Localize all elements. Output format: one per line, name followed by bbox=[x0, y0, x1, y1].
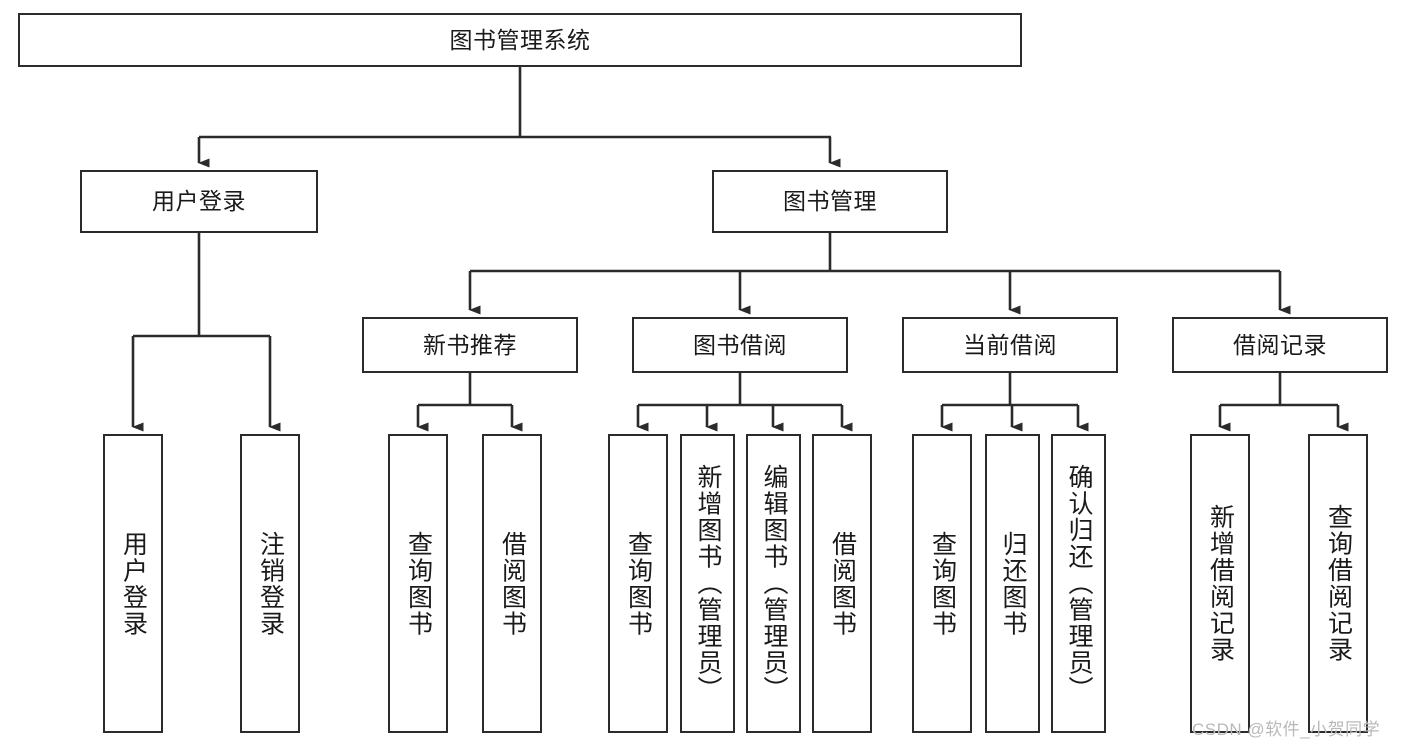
node-label: 借阅图书 bbox=[498, 530, 527, 637]
node-user-login[interactable]: 用户登录 bbox=[80, 170, 318, 233]
node-leaf-query-book-current[interactable]: 查询图书 bbox=[912, 434, 972, 733]
node-label: 借阅图书 bbox=[828, 530, 857, 637]
node-label: 新书推荐 bbox=[423, 331, 517, 358]
node-leaf-add-borrow-record[interactable]: 新增借阅记录 bbox=[1190, 434, 1250, 733]
node-label: 查询借阅记录 bbox=[1324, 504, 1353, 663]
edge-root-to-level1 bbox=[197, 67, 841, 168]
node-root-system[interactable]: 图书管理系统 bbox=[18, 13, 1022, 67]
node-leaf-borrow-book-recommend[interactable]: 借阅图书 bbox=[482, 434, 542, 733]
edge-borrow-record-to-leaves bbox=[1218, 373, 1349, 432]
node-label: 归还图书 bbox=[999, 530, 1027, 637]
node-label: 新增图书（管理员） bbox=[694, 464, 722, 703]
node-leaf-query-book-borrow[interactable]: 查询图书 bbox=[608, 434, 668, 733]
node-label: 图书借阅 bbox=[693, 331, 787, 358]
node-leaf-query-book-recommend[interactable]: 查询图书 bbox=[388, 434, 448, 733]
node-label: 借阅记录 bbox=[1233, 331, 1327, 358]
edge-user-login-to-leaves bbox=[131, 233, 281, 432]
node-new-book-recommend[interactable]: 新书推荐 bbox=[362, 317, 578, 373]
node-leaf-add-book-admin[interactable]: 新增图书（管理员） bbox=[680, 434, 735, 733]
node-label: 用户登录 bbox=[152, 188, 246, 214]
node-label: 查询图书 bbox=[928, 530, 957, 637]
node-label: 当前借阅 bbox=[963, 331, 1057, 358]
node-leaf-user-login[interactable]: 用户登录 bbox=[103, 434, 163, 733]
node-label: 图书管理系统 bbox=[449, 26, 591, 53]
node-leaf-query-borrow-record[interactable]: 查询借阅记录 bbox=[1308, 434, 1368, 733]
edge-book-borrow-to-leaves bbox=[636, 373, 853, 432]
edge-new-book-recommend-to-leaves bbox=[416, 373, 523, 432]
node-label: 新增借阅记录 bbox=[1206, 504, 1235, 663]
node-label: 查询图书 bbox=[624, 530, 653, 637]
node-book-borrow[interactable]: 图书借阅 bbox=[632, 317, 848, 373]
node-leaf-return-book[interactable]: 归还图书 bbox=[985, 434, 1040, 733]
node-leaf-borrow-book[interactable]: 借阅图书 bbox=[812, 434, 872, 733]
node-book-management[interactable]: 图书管理 bbox=[712, 170, 948, 233]
node-leaf-confirm-return-admin[interactable]: 确认归还（管理员） bbox=[1051, 434, 1106, 733]
node-label: 查询图书 bbox=[404, 530, 433, 637]
node-label: 编辑图书（管理员） bbox=[760, 464, 788, 703]
node-current-borrow[interactable]: 当前借阅 bbox=[902, 317, 1118, 373]
edge-current-borrow-to-leaves bbox=[940, 373, 1089, 432]
node-label: 图书管理 bbox=[783, 188, 877, 214]
node-label: 用户登录 bbox=[119, 530, 148, 637]
node-leaf-edit-book-admin[interactable]: 编辑图书（管理员） bbox=[746, 434, 801, 733]
node-label: 注销登录 bbox=[256, 530, 285, 637]
node-borrow-record[interactable]: 借阅记录 bbox=[1172, 317, 1388, 373]
node-leaf-logout[interactable]: 注销登录 bbox=[240, 434, 300, 733]
edge-book-management-to-level2 bbox=[468, 233, 1291, 315]
node-label: 确认归还（管理员） bbox=[1065, 464, 1093, 703]
